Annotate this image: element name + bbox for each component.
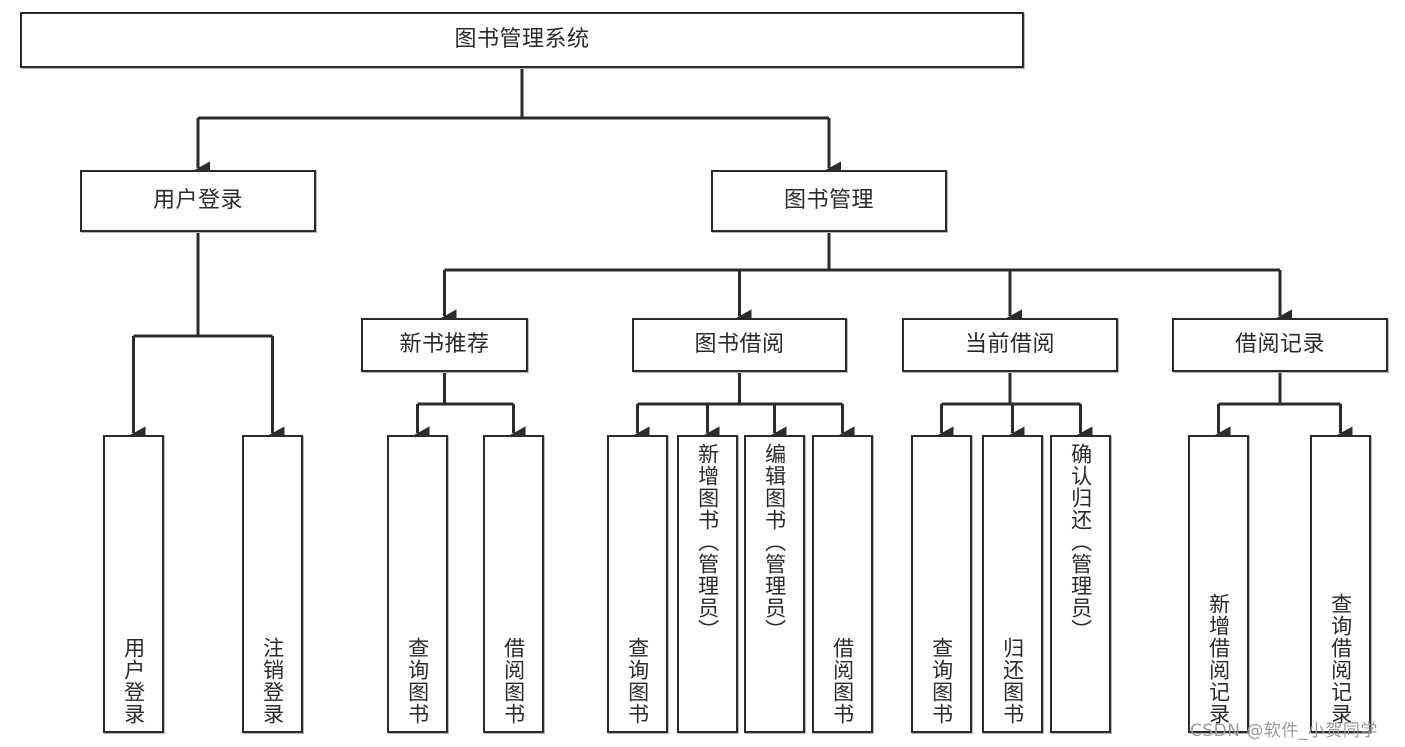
leaf-query-book-3[interactable]: 查询图书 [911,435,972,733]
leaf-query-book-3-label: 查询图书 [929,637,954,725]
leaf-borrow-book-2[interactable]: 借阅图书 [812,435,873,733]
node-borrow-record-label: 借阅记录 [1234,331,1325,357]
node-book-borrow-label: 图书借阅 [694,331,785,357]
leaf-confirm-return[interactable]: 确认归还（管理员） [1050,435,1111,733]
leaf-edit-book[interactable]: 编辑图书（管理员） [744,435,805,733]
leaf-user-login[interactable]: 用户登录 [103,435,164,733]
node-current-borrow[interactable]: 当前借阅 [902,318,1118,372]
node-book-borrow[interactable]: 图书借阅 [632,318,847,372]
leaf-user-login-label: 用户登录 [121,637,146,725]
leaf-query-record[interactable]: 查询借阅记录 [1310,435,1371,733]
leaf-logout-label: 注销登录 [260,637,285,725]
leaf-add-book[interactable]: 新增图书（管理员） [677,435,738,733]
node-new-book-rec-label: 新书推荐 [399,331,490,357]
leaf-add-record[interactable]: 新增借阅记录 [1188,435,1249,733]
leaf-borrow-book-2-label: 借阅图书 [830,637,855,725]
leaf-add-book-label: 新增图书（管理员） [695,443,720,641]
leaf-query-book-1-label: 查询图书 [405,637,430,725]
csdn-watermark: CSDN @软件_小贺同学 [1190,721,1378,741]
node-current-borrow-label: 当前借阅 [964,331,1055,357]
leaf-return-book-label: 归还图书 [1000,637,1025,725]
leaf-query-book-2-label: 查询图书 [625,637,650,725]
leaf-borrow-book-1[interactable]: 借阅图书 [483,435,544,733]
node-borrow-record[interactable]: 借阅记录 [1172,318,1388,372]
node-book-manage-label: 图书管理 [783,187,874,213]
leaf-query-record-label: 查询借阅记录 [1328,593,1353,725]
node-root-label: 图书管理系统 [454,26,590,52]
node-user-login[interactable]: 用户登录 [80,170,316,232]
leaf-logout[interactable]: 注销登录 [242,435,303,733]
node-user-login-label: 用户登录 [152,187,243,213]
leaf-add-record-label: 新增借阅记录 [1206,593,1231,725]
leaf-borrow-book-1-label: 借阅图书 [501,637,526,725]
leaf-query-book-2[interactable]: 查询图书 [607,435,668,733]
node-book-manage[interactable]: 图书管理 [711,170,947,232]
leaf-query-book-1[interactable]: 查询图书 [387,435,448,733]
node-new-book-rec[interactable]: 新书推荐 [361,318,528,372]
node-root[interactable]: 图书管理系统 [20,12,1024,68]
leaf-edit-book-label: 编辑图书（管理员） [762,443,787,641]
leaf-return-book[interactable]: 归还图书 [982,435,1043,733]
leaf-confirm-return-label: 确认归还（管理员） [1068,443,1093,641]
